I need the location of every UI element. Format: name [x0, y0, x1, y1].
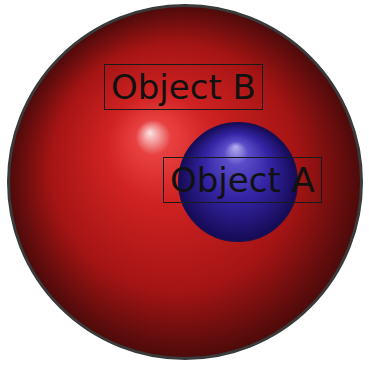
- outer-sphere: Object B Object A: [7, 4, 363, 360]
- sphere-body: [9, 6, 362, 359]
- inner-sphere: Object A: [178, 122, 298, 242]
- object-label: Object B: [104, 64, 263, 110]
- object-label: Object A: [163, 157, 322, 203]
